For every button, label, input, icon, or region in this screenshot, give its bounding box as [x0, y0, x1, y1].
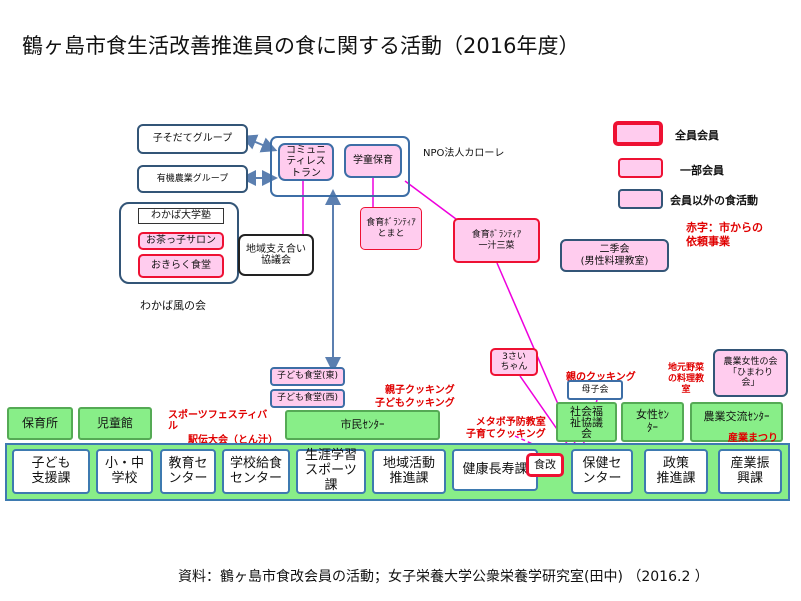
wakaba-daigaku-box: わかば大学塾 [138, 208, 224, 224]
boshikai-box: 母子会 [567, 380, 623, 400]
page-title: 鶴ヶ島市食生活改善推進員の食に関する活動（2016年度） [22, 34, 580, 58]
department-box: 地域活動 推進課 [372, 449, 446, 494]
nijikai-box: 二季会 (男性料理教室) [560, 239, 669, 272]
department-box: 小・中 学校 [96, 449, 153, 494]
hoikusho-box: 保育所 [7, 407, 73, 440]
shokuiku-ichiju-box: 食育ﾎﾞﾗﾝﾃｨｱ 一汁三菜 [453, 218, 540, 263]
kodomo-shokudo-nishi-box: 子ども食堂(西) [270, 389, 345, 408]
source-note: 資料：鶴ヶ島市食改会員の活動；女子栄養大学公衆栄養学研究室(田中) （2016.… [178, 569, 709, 585]
department-box: 生涯学習 スポーツ 課 [296, 448, 366, 494]
legend-full-label: 全員会員 [675, 129, 719, 142]
yuki-nougyou-group-box: 有機農業グループ [137, 165, 248, 193]
shakyo-box: 社会福 祉協議 会 [556, 402, 617, 442]
gakudo-hoiku-box: 学童保育 [344, 144, 402, 178]
npo-label: NPO法人カローレ [423, 148, 505, 159]
ekiden-label: 駅伝大会（とん汁） [188, 435, 278, 446]
community-restaurant-box: コミュニ ティレス トラン [278, 143, 334, 181]
legend-non-swatch [618, 189, 663, 209]
legend-red-note: 赤字：市からの 依頼事業 [686, 221, 763, 248]
okiraku-shokudo-box: おきらく食堂 [138, 254, 224, 278]
chiiki-sasaeai-box: 地域支え合い 協議会 [238, 234, 314, 276]
wakaba-label: わかば風の会 [140, 299, 206, 312]
legend-full-swatch [613, 121, 663, 146]
department-box: 保健セ ンター [571, 449, 633, 494]
department-box: 教育セ ンター [160, 449, 216, 494]
himawari-kai-box: 農業女性の会 「ひまわり 会」 [713, 349, 788, 397]
legend-non-label: 会員以外の食活動 [670, 194, 758, 207]
nougyou-koryu-box: 農業交流ｾﾝﾀｰ [690, 402, 783, 442]
sansai-chan-box: 3さい ちゃん [490, 348, 538, 376]
shokukai-box: 食改 [526, 453, 564, 477]
josei-center-box: 女性ｾﾝ ﾀｰ [621, 402, 684, 442]
oyako-cooking-label: 親子クッキング 子どもクッキング [375, 385, 455, 409]
sangyo-matsuri-label: 産業まつり [728, 433, 778, 444]
jimoto-yasai-label: 地元野菜 の料理教 室 [668, 363, 705, 395]
metabo-label: メタボ予防教室 子育てクッキング [466, 417, 546, 440]
department-box: 産業振 興課 [718, 449, 782, 494]
link-kosodate-npo [240, 134, 278, 153]
shokuiku-tomato-box: 食育ﾎﾞﾗﾝﾃｨｱ とまと [360, 207, 422, 250]
department-box: 学校給食 センター [222, 449, 290, 494]
ochakko-salon-box: お茶っ子サロン [138, 232, 224, 250]
department-box: 政策 推進課 [644, 449, 708, 494]
legend-partial-label: 一部会員 [680, 164, 724, 177]
kodomo-shokudo-higashi-box: 子ども食堂(東) [270, 367, 345, 386]
shimin-center-box: 市民ｾﾝﾀｰ [285, 410, 440, 440]
jidokan-box: 児童館 [78, 407, 152, 440]
link-npo-ichiju [404, 180, 461, 223]
sports-festival-label: スポーツフェスティバ ル [168, 410, 268, 432]
kosodate-group-box: 子そだてグループ [137, 124, 248, 154]
npo-container [270, 136, 410, 197]
oya-cooking-label: 親のクッキング [566, 372, 636, 383]
department-box: 子ども 支援課 [12, 449, 90, 494]
legend-partial-swatch [618, 158, 663, 178]
